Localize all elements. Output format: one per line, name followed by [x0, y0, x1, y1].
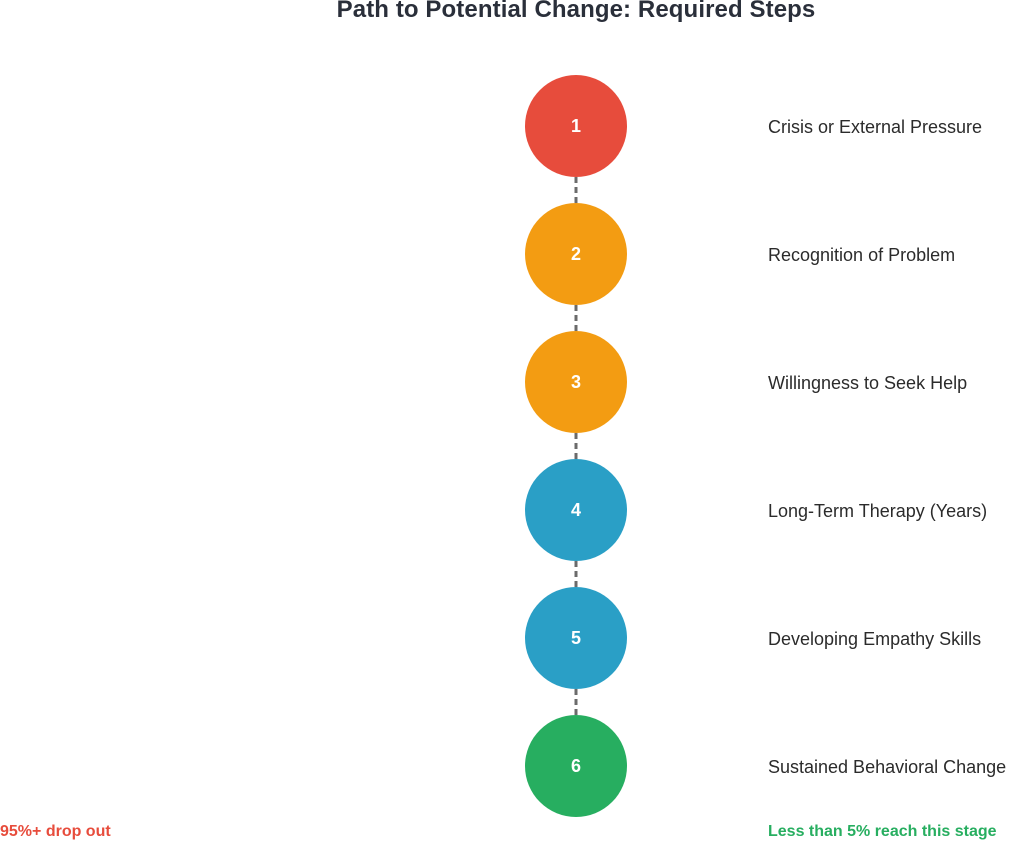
step-2: 2	[525, 203, 627, 305]
step-number-4: 4	[571, 500, 581, 520]
step-label-6: Sustained Behavioral Change	[768, 757, 1007, 777]
step-1: 1	[525, 75, 627, 177]
step-number-2: 2	[571, 244, 581, 264]
drop-out-note: 95%+ drop out	[0, 823, 111, 840]
step-3: 3	[525, 331, 627, 433]
step-circles: 1 2 3 4 5 6	[525, 75, 627, 817]
step-number-1: 1	[571, 116, 581, 136]
step-label-5: Developing Empathy Skills	[768, 629, 982, 649]
page-title: Path to Potential Change: Required Steps	[336, 0, 816, 23]
step-6: 6	[525, 715, 627, 817]
step-label-2: Recognition of Problem	[768, 245, 956, 265]
step-number-5: 5	[571, 628, 581, 648]
step-5: 5	[525, 587, 627, 689]
step-label-4: Long-Term Therapy (Years)	[768, 501, 988, 521]
step-label-3: Willingness to Seek Help	[768, 373, 968, 393]
step-circle-3	[525, 331, 627, 433]
step-label-1: Crisis or External Pressure	[768, 117, 983, 137]
step-circle-4	[525, 459, 627, 561]
step-circle-1	[525, 75, 627, 177]
step-number-6: 6	[571, 756, 581, 776]
step-circle-2	[525, 203, 627, 305]
step-circle-5	[525, 587, 627, 689]
step-number-3: 3	[571, 372, 581, 392]
success-rate-note: Less than 5% reach this stage	[768, 823, 997, 840]
step-circle-6	[525, 715, 627, 817]
step-4: 4	[525, 459, 627, 561]
